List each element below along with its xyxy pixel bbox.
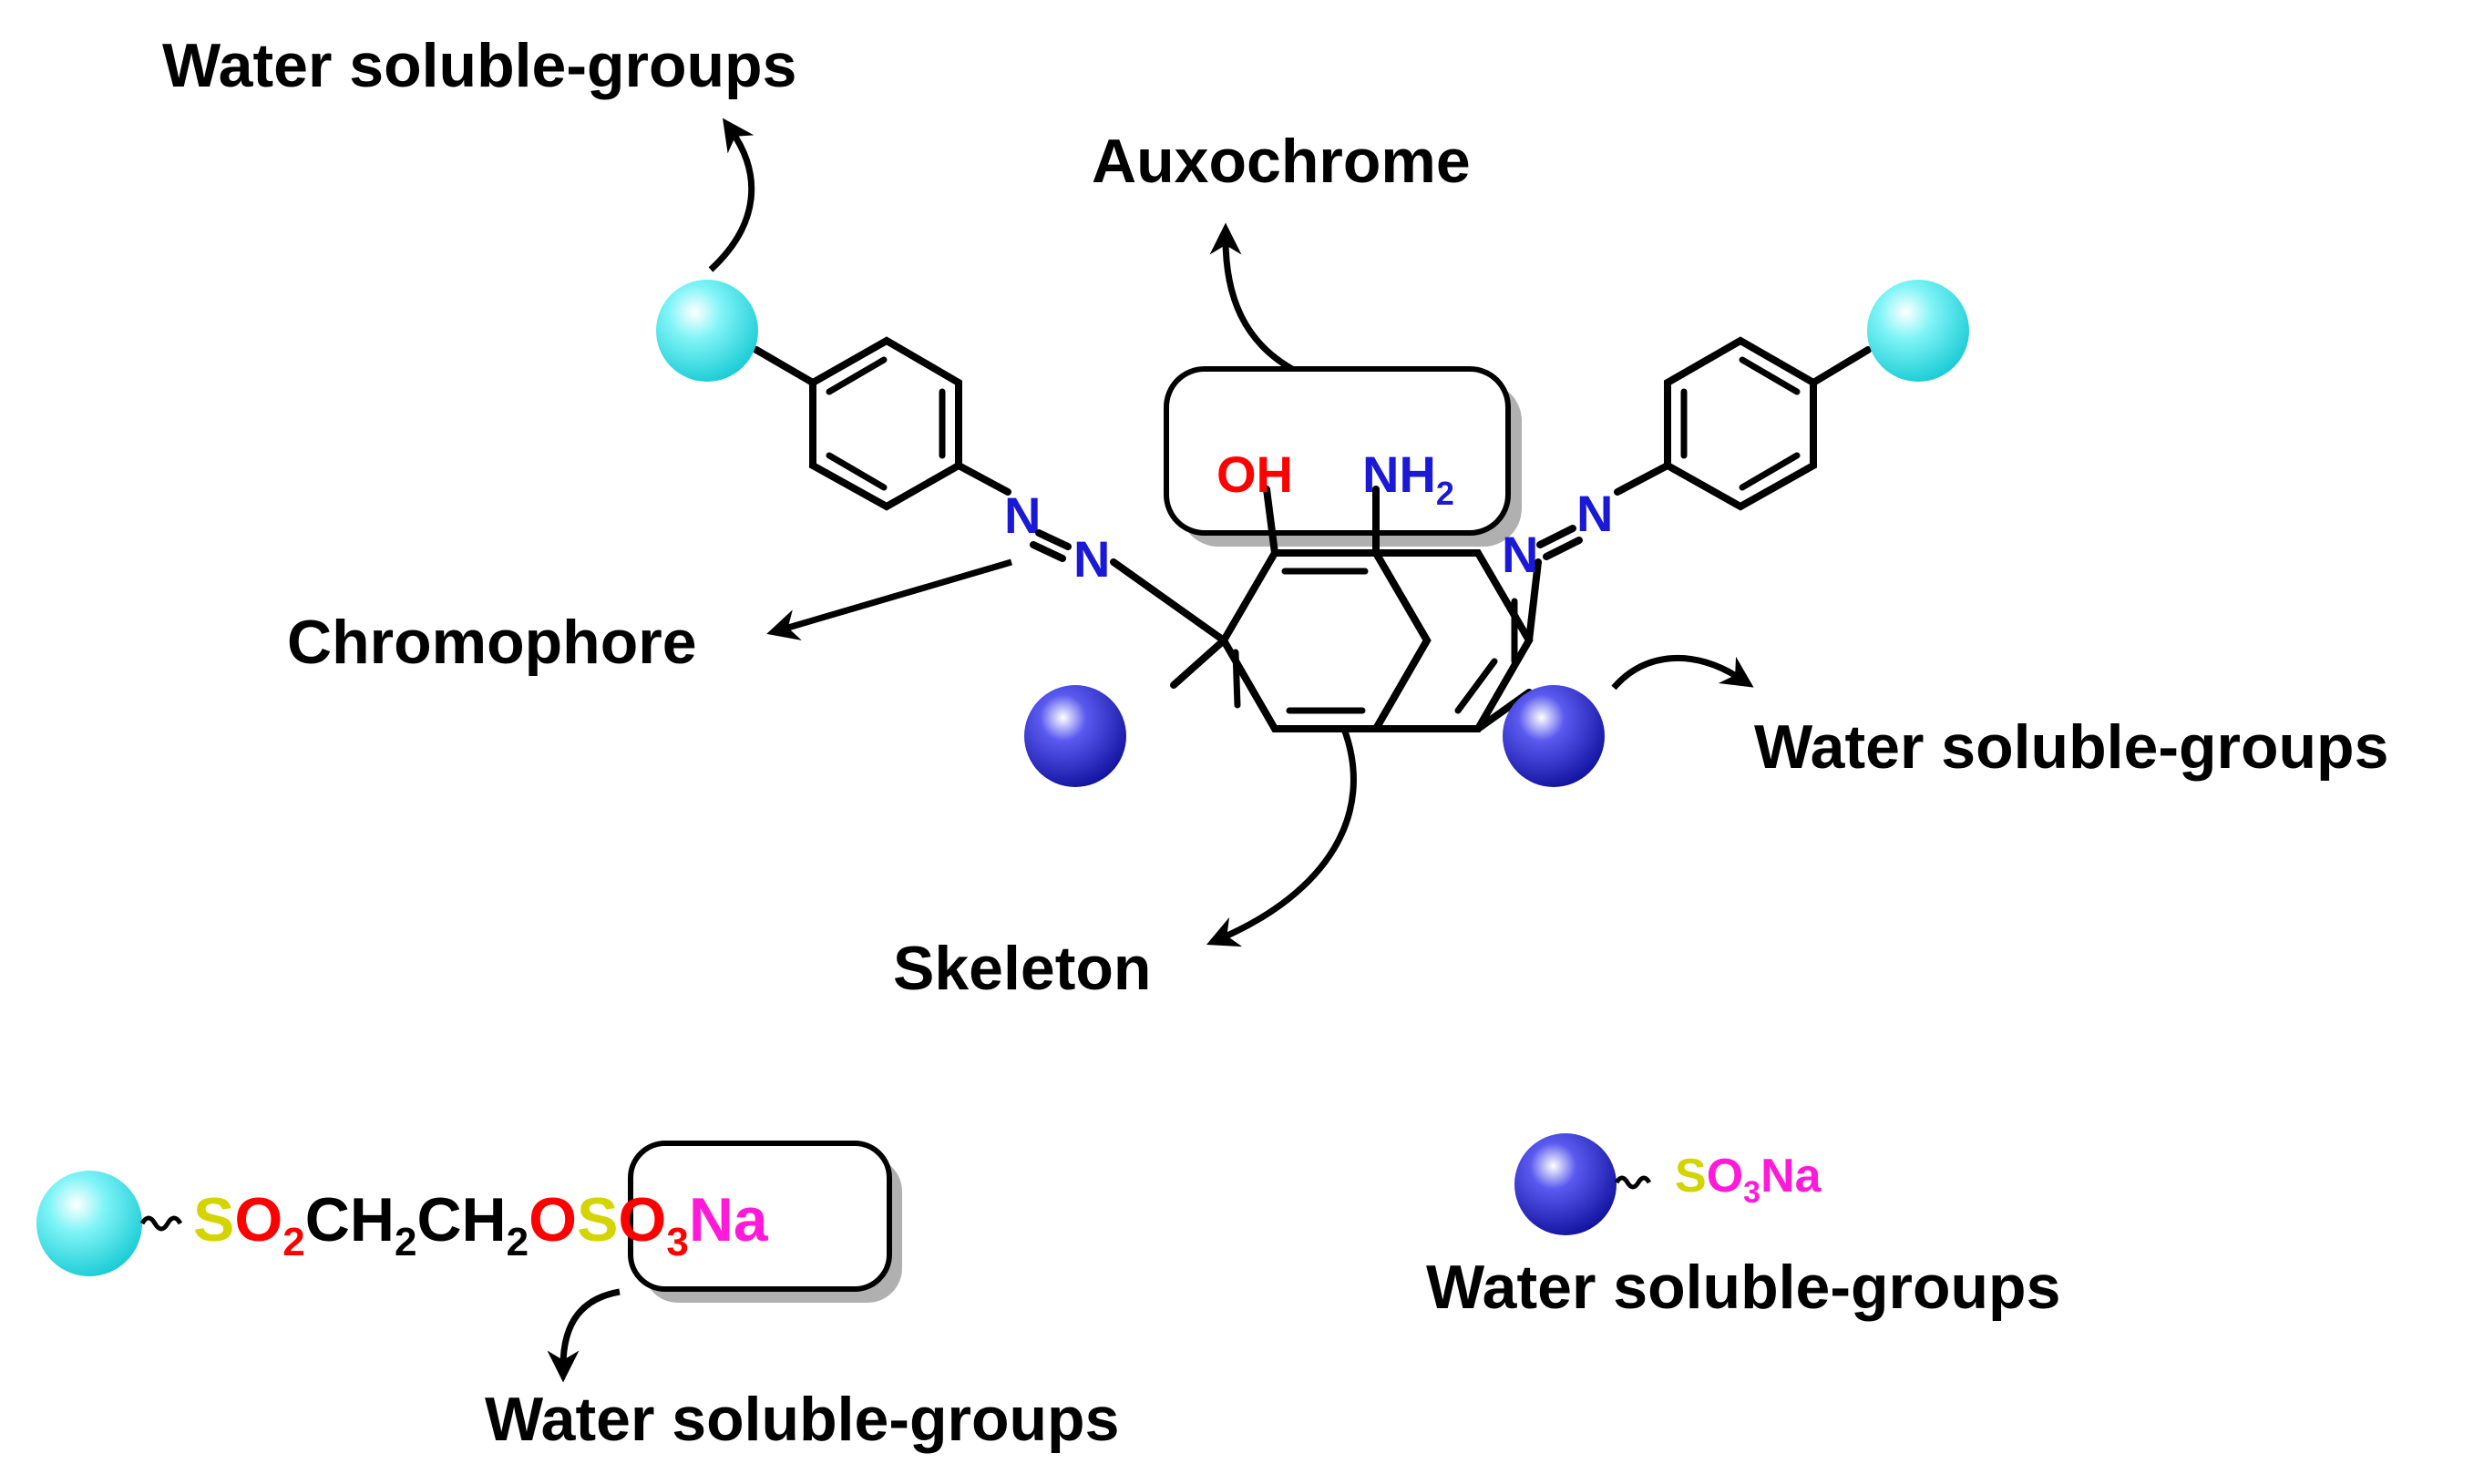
blue-sphere-icon: [1514, 1133, 1617, 1235]
azo-double-bond: [1543, 537, 1583, 560]
cyan-sphere-icon: [656, 280, 758, 382]
azo-nitrogen: N: [1004, 486, 1041, 544]
azo-double-bond: [1035, 529, 1072, 550]
amino-label: NH2: [1362, 445, 1454, 512]
label-water-soluble-top-left: Water soluble-groups: [162, 31, 796, 100]
sulfonate-box: [628, 1141, 892, 1292]
vinylsulfone-formula: SO2CH2CH2OSO3Na: [193, 1185, 769, 1264]
curved-arrow-icon: [1209, 222, 1294, 373]
label-water-soluble-right: Water soluble-groups: [1754, 712, 2388, 782]
chromophore-arrow: [766, 558, 1012, 640]
cyan-sphere-icon: [1867, 280, 1969, 382]
left-benzene-ring: [753, 336, 962, 511]
azo-double-bond: [1536, 525, 1576, 548]
label-auxochrome: Auxochrome: [1092, 127, 1471, 196]
wavy-bond-icon: [139, 1215, 183, 1232]
sulfonate-formula: SO3Na: [1675, 1150, 1822, 1210]
azo-double-bond: [1030, 541, 1066, 562]
n-phenyl-bond: [1614, 462, 1671, 496]
wavy-bond-icon: [1614, 1175, 1652, 1190]
azo-nitrogen: N: [1576, 485, 1613, 542]
curved-arrow-icon: [1611, 654, 1754, 691]
cyan-sphere-icon: [36, 1171, 142, 1276]
right-benzene-ring: [1664, 336, 1872, 511]
azo-nitrogen: N: [1502, 526, 1538, 583]
label-skeleton: Skeleton: [893, 934, 1151, 1003]
curved-arrow-icon: [547, 1288, 621, 1383]
label-chromophore: Chromophore: [287, 608, 697, 677]
label-water-soluble-bottom-center: Water soluble-groups: [485, 1385, 1119, 1454]
blue-sphere-icon: [1024, 685, 1126, 787]
blue-sphere-icon: [1503, 685, 1605, 787]
hydroxyl-label: OH: [1216, 445, 1293, 503]
label-water-soluble-bottom-right: Water soluble-groups: [1426, 1253, 2060, 1322]
n-phenyl-bond: [955, 462, 1011, 496]
azo-nitrogen: N: [1073, 530, 1110, 588]
curved-arrow-icon: [1206, 727, 1357, 947]
curved-arrow-icon: [708, 118, 755, 272]
auxochrome-box: [1164, 366, 1511, 536]
